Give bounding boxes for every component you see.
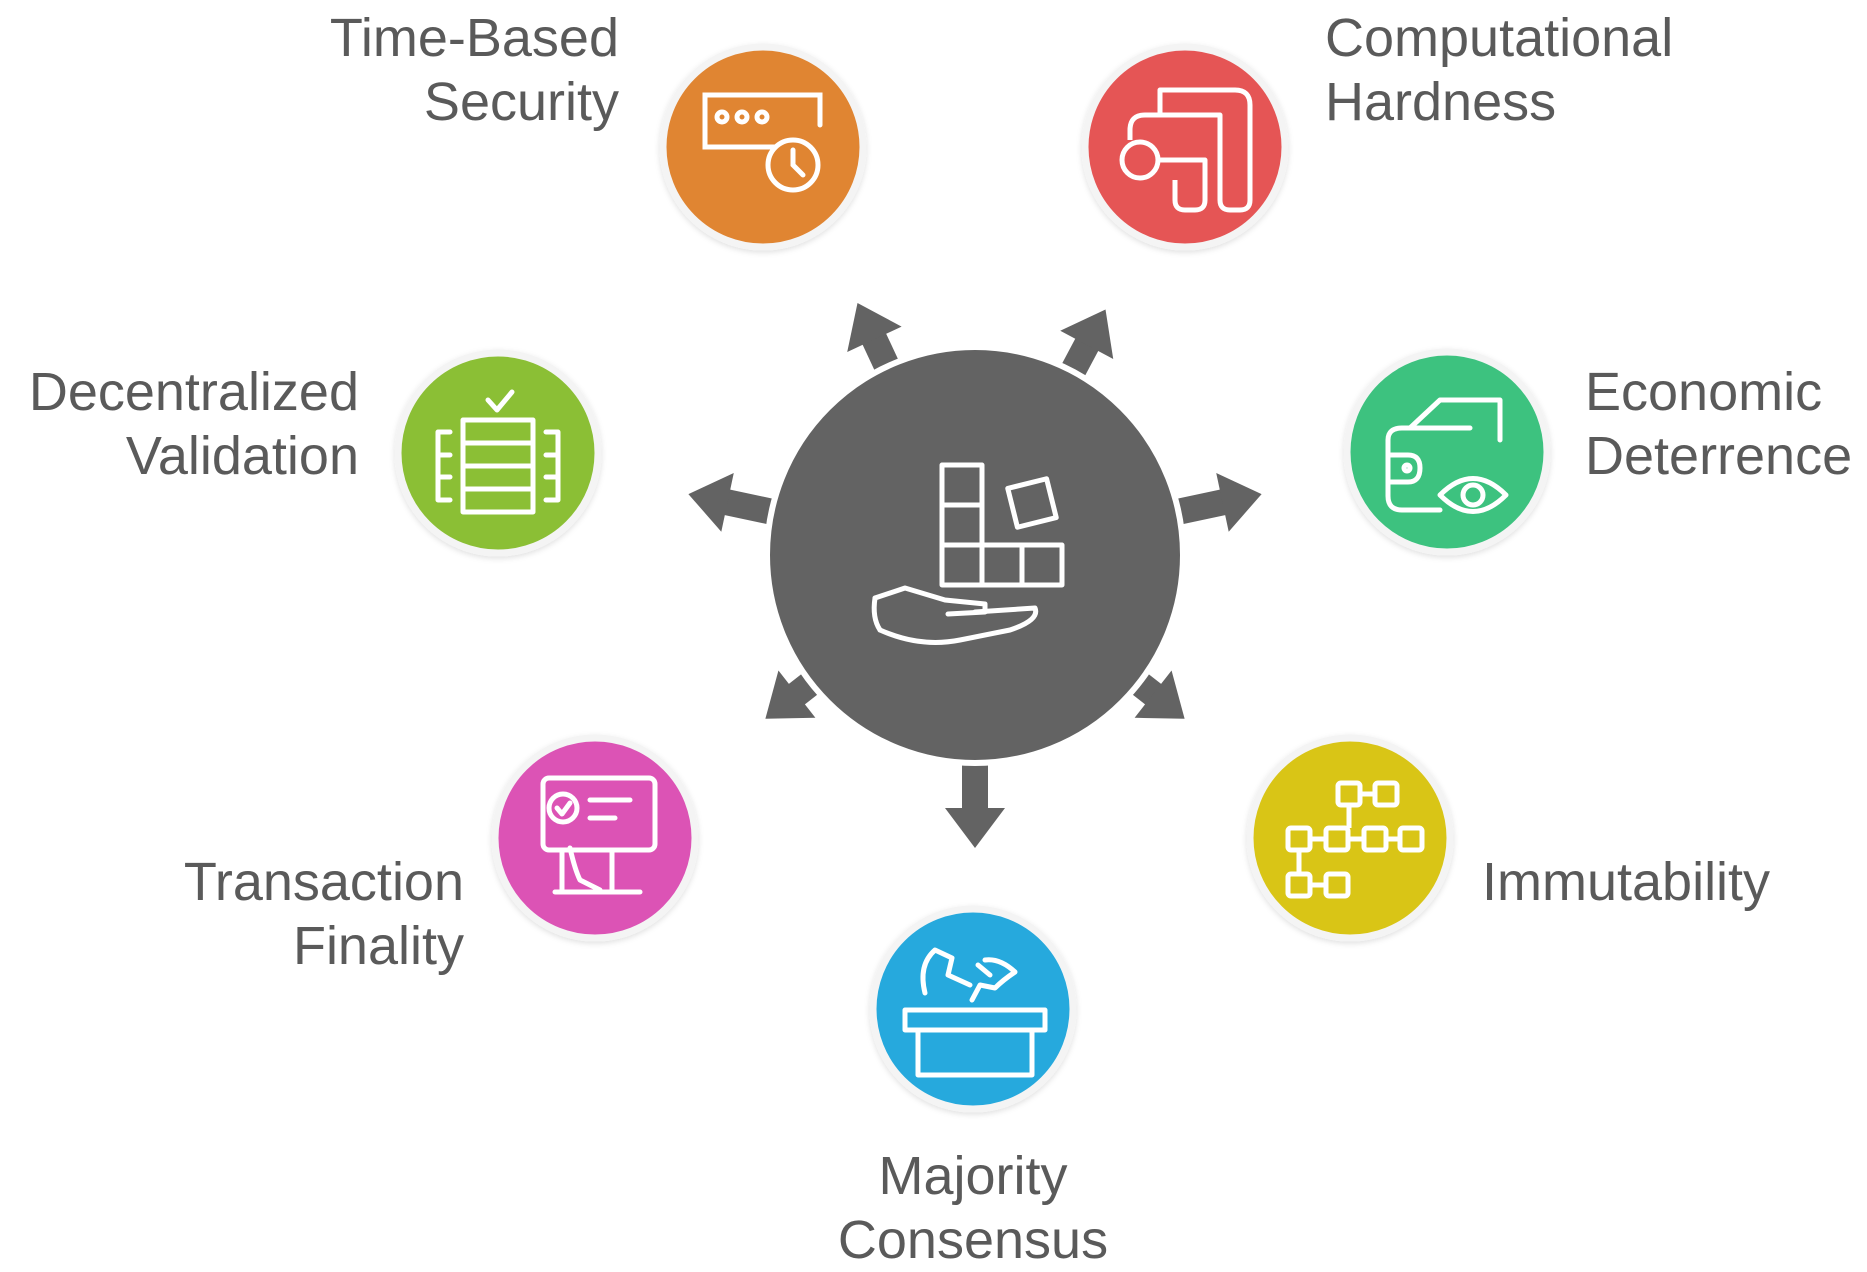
- hub-circle: [764, 344, 1186, 766]
- node-majority-consensus: [869, 905, 1077, 1113]
- node-circle: [394, 349, 602, 557]
- node-circle: [491, 734, 699, 942]
- server-check-icon: [435, 389, 561, 515]
- hub: [764, 344, 1186, 766]
- node-transaction-finality: [491, 734, 699, 942]
- node-computational-hardness: [1081, 43, 1289, 251]
- linked-blocks-icon: [1285, 780, 1425, 899]
- hand-with-blocks-icon: [871, 462, 1065, 645]
- branching-pipes-icon: [1119, 87, 1253, 213]
- node-circle: [1081, 43, 1289, 251]
- node-decentralized-validation: [394, 349, 602, 557]
- label-immutability: Immutability: [1482, 852, 1771, 912]
- node-time-based-security: [659, 43, 867, 251]
- node-circle: [1343, 348, 1551, 556]
- node-economic-deterrence: [1343, 348, 1551, 556]
- node-immutability: [1246, 734, 1454, 942]
- ballot-box-icon: [902, 947, 1048, 1078]
- password-clock-icon: [702, 92, 823, 193]
- wallet-eye-icon: [1385, 397, 1509, 514]
- terminal-approval-icon: [540, 775, 658, 895]
